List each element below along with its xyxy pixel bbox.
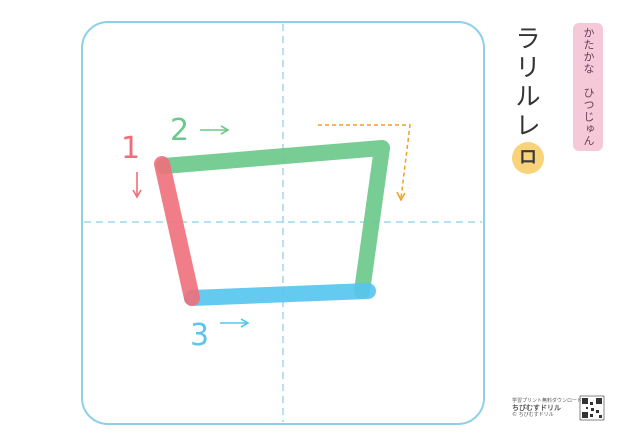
stroke-2-arrowhead <box>220 125 230 135</box>
katakana-row-title: ラ リ ル レ ロ <box>510 24 546 174</box>
turn-hint-arrowhead <box>396 191 406 202</box>
stroke-1-number: 1 <box>121 131 140 166</box>
title-char: ラ <box>515 24 541 53</box>
stroke-1-arrowhead <box>132 189 142 199</box>
title-char: ル <box>515 82 541 111</box>
stroke-1-path <box>154 156 200 306</box>
stroke-3-path <box>184 283 376 306</box>
footer-caption: 学習プリント無料ダウンロード <box>512 398 583 404</box>
qr-code-icon <box>579 395 605 421</box>
stroke-2-turn-hint-icon <box>318 124 411 199</box>
stroke-3-number: 3 <box>190 318 209 353</box>
title-char: リ <box>515 53 541 82</box>
stroke-2-path <box>156 140 390 299</box>
stroke-3-arrowhead <box>240 318 250 328</box>
stroke-2-number: 2 <box>170 113 189 148</box>
category-badge: かたかな ひつじゅん <box>573 23 603 151</box>
current-char: ロ <box>519 147 537 168</box>
title-char: レ <box>515 111 541 140</box>
footer: 学習プリント無料ダウンロード ちびむすドリル © ちびむすドリル <box>512 398 594 419</box>
brand-logo: ちびむすドリル <box>512 404 561 412</box>
current-char-highlight: ロ <box>512 142 544 174</box>
footer-copyright: © ちびむすドリル <box>512 412 554 418</box>
